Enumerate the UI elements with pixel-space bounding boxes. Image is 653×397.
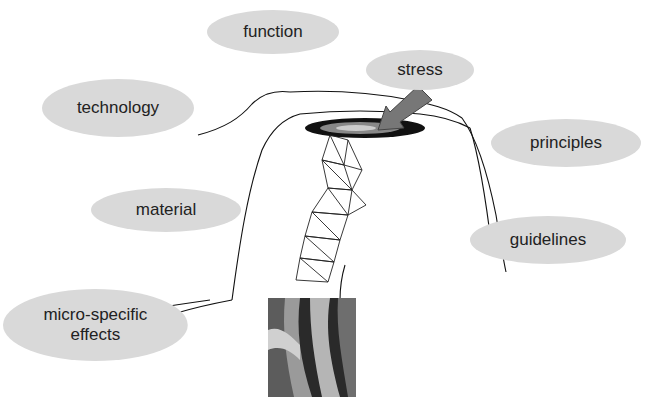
topic-label: material [136, 200, 196, 220]
load-arrow [378, 86, 432, 130]
topic-label: principles [530, 133, 602, 153]
topic-ellipse: technology [42, 79, 194, 137]
topic-label: technology [77, 98, 159, 118]
topic-ellipse: principles [491, 119, 641, 167]
topic-label: micro-specific effects [33, 305, 158, 344]
topic-ellipse: material [91, 188, 241, 232]
tooth-front-line [340, 265, 345, 300]
contact-ellipse [305, 118, 425, 138]
stress-plot [268, 298, 356, 397]
tooth-back-edge [290, 91, 462, 118]
topic-label: guidelines [510, 230, 587, 250]
tooth-front-flank [232, 114, 300, 300]
topic-label: stress [397, 60, 442, 80]
topic-label: function [243, 22, 303, 42]
topic-ellipse: function [207, 10, 339, 54]
topic-ellipse: micro-specific effects [3, 289, 188, 361]
topic-ellipse: guidelines [470, 216, 626, 264]
topic-ellipse: stress [366, 50, 474, 90]
fe-mesh [296, 135, 366, 282]
